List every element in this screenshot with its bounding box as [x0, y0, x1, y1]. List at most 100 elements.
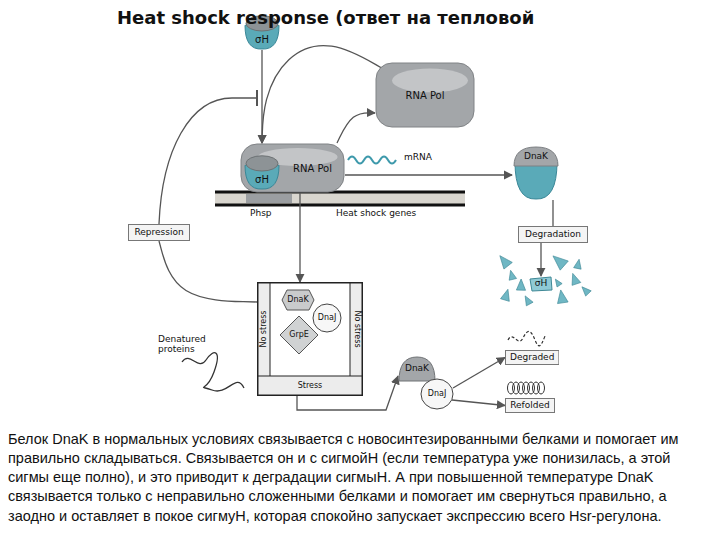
- text-holder: Degradation: [518, 226, 588, 243]
- node-text: RNA Pol: [405, 90, 444, 101]
- outcome-box: Degraded: [505, 350, 559, 365]
- caption-text: Белок DnaK в нормальных условиях связыва…: [8, 430, 712, 526]
- process-box: Degradation: [518, 226, 588, 243]
- text-holder: σH: [529, 276, 553, 292]
- coil-turn: [538, 382, 545, 394]
- box-outline: [506, 351, 559, 365]
- fragment-piece: [513, 279, 527, 294]
- text-holder: Repression: [128, 224, 190, 241]
- text-holder: σH: [243, 169, 281, 189]
- band-fill: [258, 376, 362, 395]
- fragment-piece: [553, 279, 563, 288]
- fragment-piece: [505, 270, 518, 283]
- rna-polymerase: RNA Pol: [375, 62, 475, 128]
- pol-body: [376, 63, 474, 127]
- text-holder: RNA Pol: [375, 62, 475, 128]
- diamond-outline: [280, 316, 318, 354]
- fragment-piece: [496, 256, 513, 271]
- outcome-box: Refolded: [505, 398, 555, 413]
- mrna-wave: [348, 157, 396, 164]
- node-text: RNA Pol: [293, 163, 332, 174]
- holoenzyme: σH RNA Pol: [240, 143, 345, 193]
- text-holder: DnaJ: [420, 378, 454, 410]
- connector: [159, 241, 257, 302]
- dnak-protein: DnaK: [281, 289, 315, 311]
- text-holder: σH: [243, 29, 281, 49]
- node-text: Repression: [134, 228, 183, 238]
- dnak-cap: [399, 357, 435, 381]
- refolded-protein: [508, 382, 545, 394]
- protein-label: Denatured proteins: [158, 334, 220, 355]
- fragment-piece: [572, 259, 583, 271]
- text-holder: DnaK: [512, 148, 560, 166]
- node-text: DnaK: [405, 364, 429, 374]
- dna-band: [215, 193, 465, 204]
- fragment-piece: [551, 256, 569, 271]
- node-text: σH: [535, 279, 547, 289]
- connector: [337, 113, 375, 143]
- connector: [452, 400, 505, 406]
- fragment-piece: [499, 289, 511, 303]
- fragment-piece: [552, 290, 570, 308]
- text-holder: Degraded: [505, 350, 559, 365]
- node-text: GrpE: [289, 331, 309, 340]
- circle-outline: [421, 379, 453, 409]
- connector: [453, 358, 505, 389]
- promoter-label: Phsp: [250, 208, 290, 218]
- node-text: Refolded: [510, 401, 550, 411]
- connector: [299, 193, 300, 282]
- sigma-body: [515, 162, 557, 199]
- band-line: [350, 282, 351, 376]
- band-line: [270, 282, 271, 376]
- denatured-protein: [182, 353, 244, 391]
- dnak-cap: [514, 147, 558, 166]
- band-fill: [258, 283, 270, 376]
- text-holder: DnaJ: [312, 303, 342, 333]
- diagram-title: Heat shock response (ответ на тепловой: [117, 7, 534, 28]
- band-label: Stress: [298, 382, 323, 390]
- band-label: No stress: [353, 310, 361, 347]
- sigma-factor: σH: [243, 152, 281, 190]
- degraded-protein: [508, 331, 545, 345]
- text-holder: Refolded: [505, 398, 555, 413]
- circle-outline: [313, 304, 341, 332]
- promoter-box: [246, 194, 292, 203]
- mrna-label: mRNA: [404, 152, 444, 162]
- box-outline: [506, 399, 555, 413]
- grpe-protein: GrpE: [279, 315, 319, 355]
- sigma-fragments: [496, 256, 592, 308]
- dnaj-protein: DnaJ: [312, 303, 342, 333]
- connector: [345, 174, 512, 175]
- box-outline: [519, 227, 588, 243]
- node-text: DnaJ: [428, 390, 447, 399]
- connector: [262, 46, 385, 143]
- dnak-protein: DnaK: [398, 356, 436, 382]
- band-label: No stress: [260, 310, 268, 347]
- sigma-fragment: σH: [529, 276, 553, 292]
- dnak-sigma-complex: DnaK: [512, 146, 560, 200]
- fragment-piece: [567, 273, 582, 288]
- box-outline: [258, 283, 363, 396]
- fragment-piece: [580, 287, 592, 297]
- connector: [540, 243, 541, 276]
- node-text: Degradation: [525, 230, 581, 240]
- band-fill: [350, 283, 362, 376]
- inhibition-bar: [256, 90, 258, 106]
- node-text: DnaK: [287, 296, 308, 305]
- chaperone-box: DnaK DnaJ GrpE No stress No stressStress: [257, 282, 363, 396]
- node-text: DnaJ: [318, 314, 337, 323]
- text-holder: DnaK: [281, 289, 315, 311]
- node-text: σH: [255, 174, 269, 185]
- fragment-piece: [530, 277, 552, 291]
- sigma-cap: [246, 156, 278, 171]
- fragment-piece: [521, 296, 534, 308]
- text-holder: RNA Pol: [280, 143, 345, 193]
- dna-strand: [215, 204, 465, 207]
- pol-highlight: [392, 69, 468, 93]
- node-text: DnaK: [524, 152, 548, 162]
- band-line: [257, 376, 363, 377]
- gene-label: Heat shock genes: [336, 208, 446, 218]
- box-outline: [129, 225, 190, 241]
